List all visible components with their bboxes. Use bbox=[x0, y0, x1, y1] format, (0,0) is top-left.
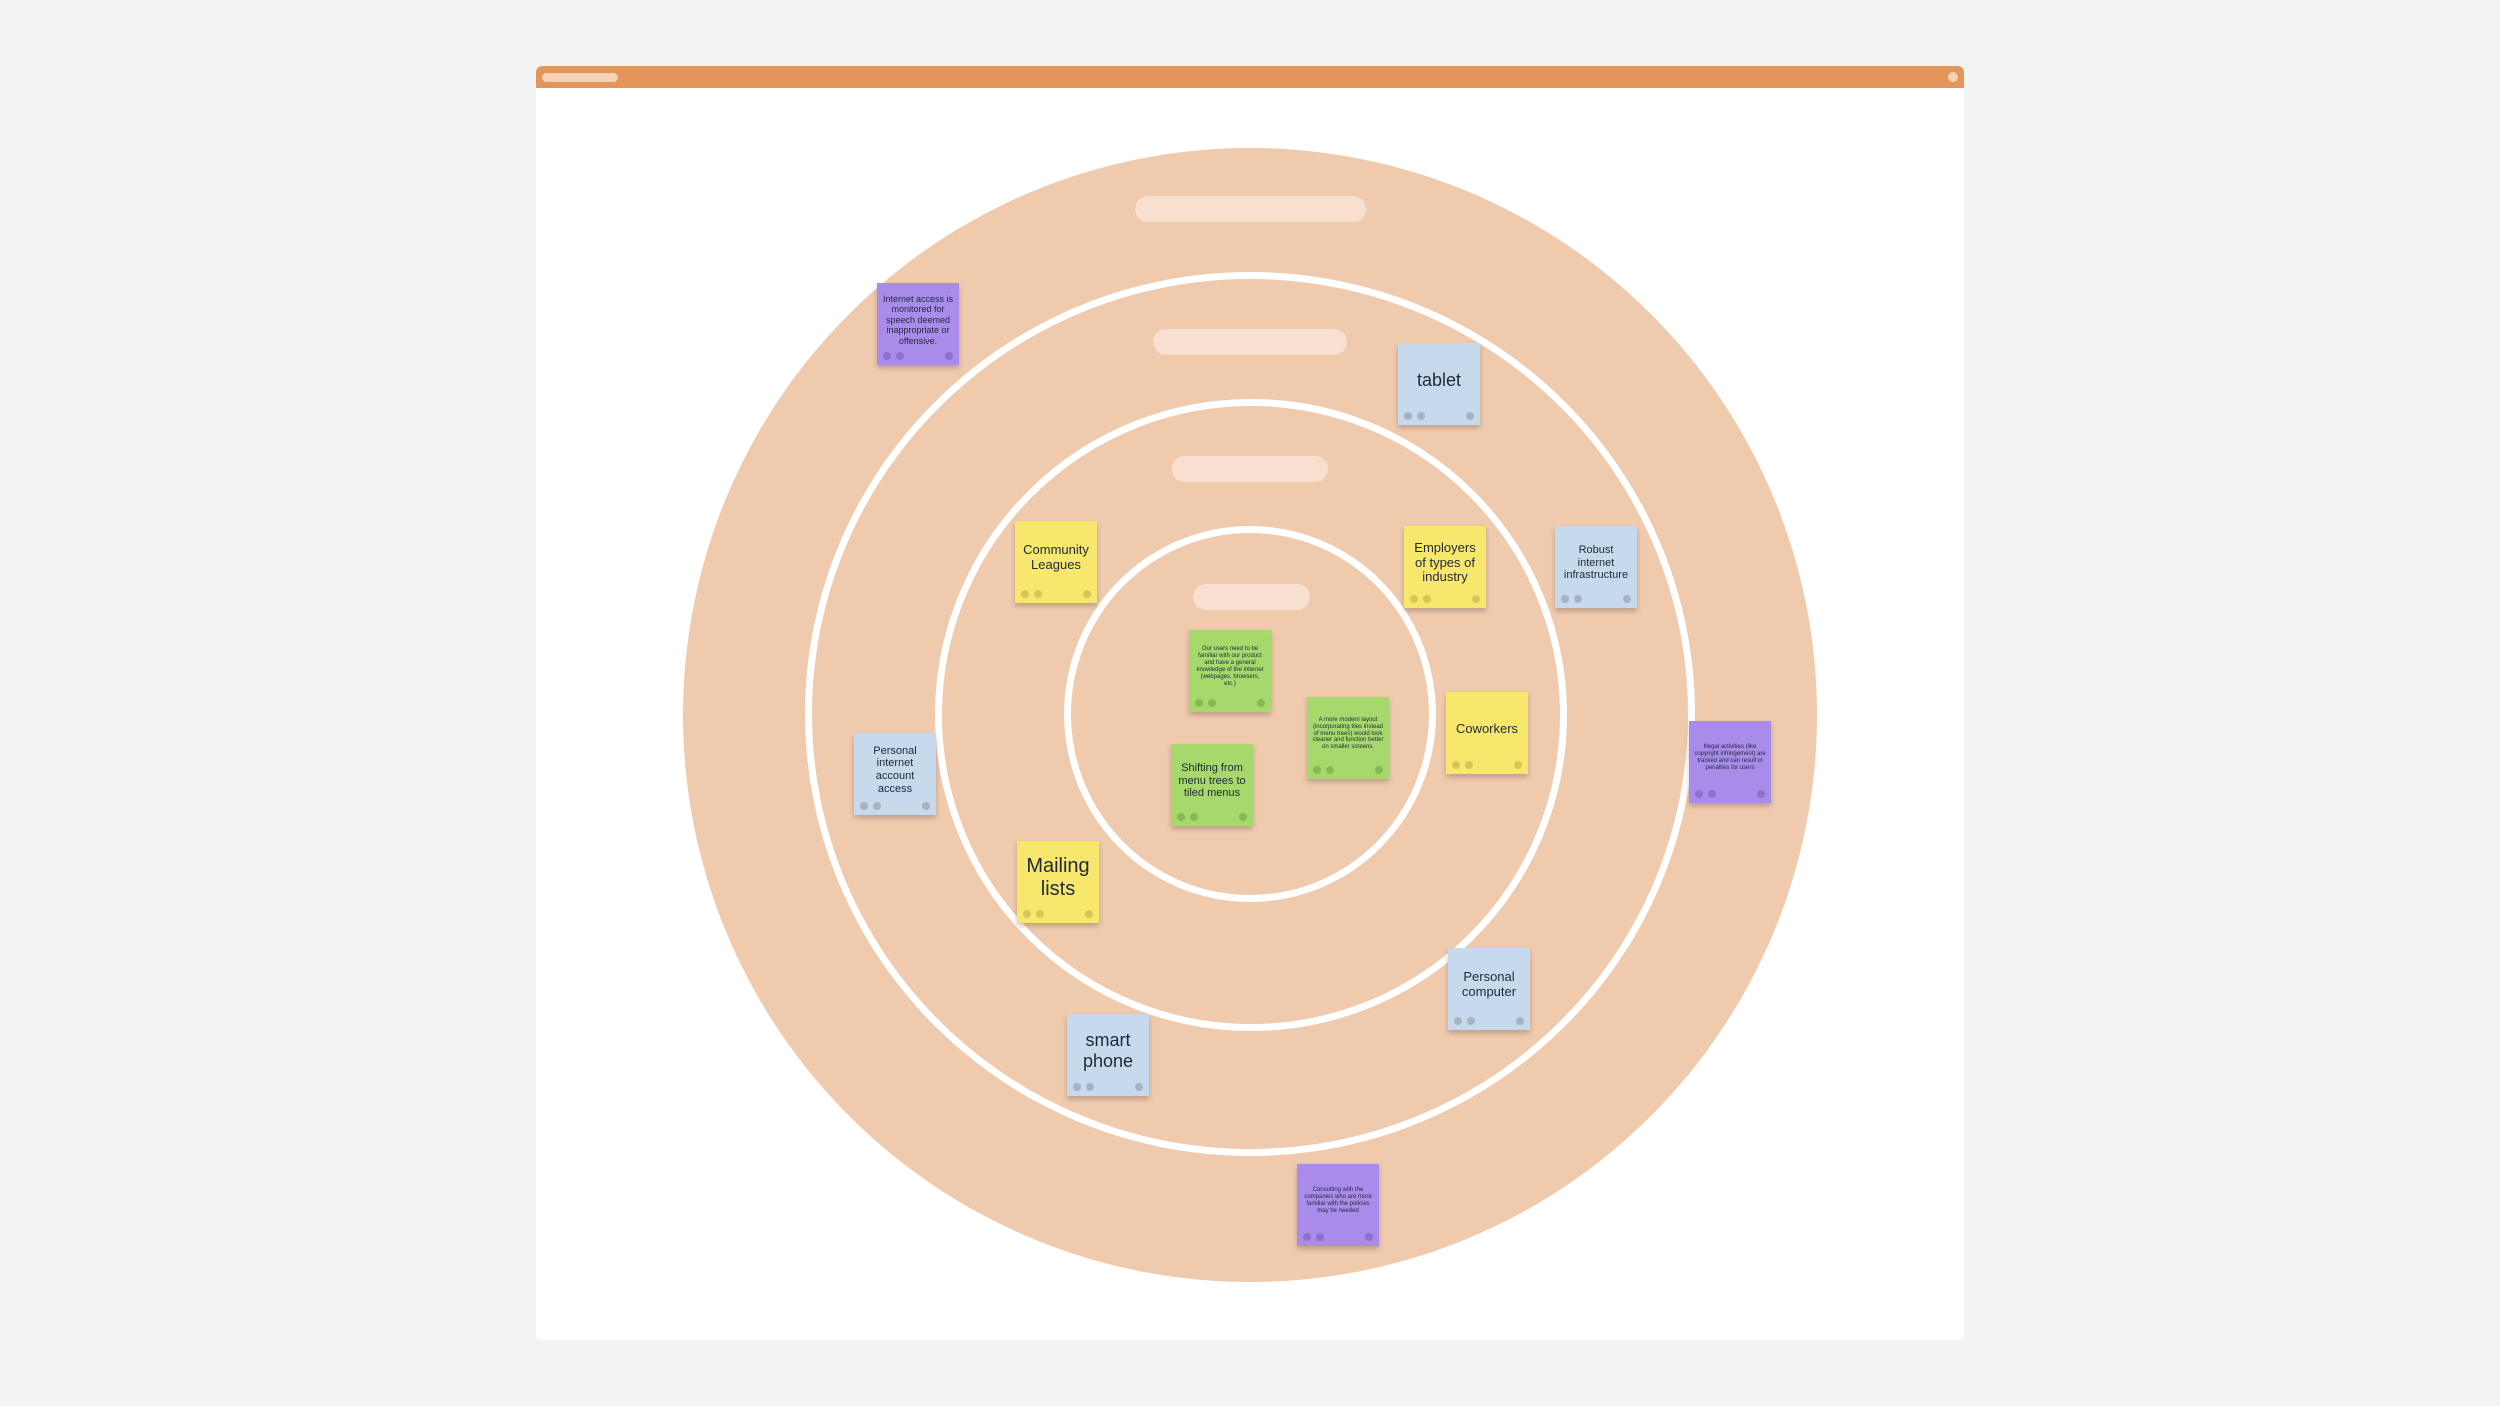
sticky-note[interactable]: Mailing lists bbox=[1017, 841, 1099, 923]
window-titlebar bbox=[536, 66, 1964, 88]
sticky-note-text: Community Leagues bbox=[1023, 542, 1089, 572]
sticky-note[interactable]: smart phone bbox=[1067, 1014, 1149, 1096]
ring-inner bbox=[1064, 526, 1436, 902]
sticky-note-text: Shifting from menu trees to tiled menus bbox=[1178, 762, 1246, 800]
sticky-note-text: Employers of types of industry bbox=[1414, 539, 1476, 585]
sticky-note-text: Mailing lists bbox=[1026, 855, 1090, 900]
sticky-note[interactable]: Community Leagues bbox=[1015, 521, 1097, 603]
sticky-note-text: Internet access is monitored for speech … bbox=[882, 294, 954, 346]
sticky-note-text: Robust internet infrastructure bbox=[1563, 544, 1629, 582]
sticky-note[interactable]: Coworkers bbox=[1446, 692, 1528, 774]
sticky-note-text: Our users need to be familiar with our p… bbox=[1196, 646, 1264, 687]
sticky-note[interactable]: Our users need to be familiar with our p… bbox=[1189, 630, 1271, 712]
sticky-note-text: A more modern layout (incorporating tile… bbox=[1312, 716, 1384, 751]
sticky-note[interactable]: Shifting from menu trees to tiled menus bbox=[1171, 744, 1253, 826]
sticky-note-text: Illegal activities (like copyright infri… bbox=[1694, 744, 1766, 771]
sticky-note-text: Personal internet account access bbox=[873, 744, 917, 795]
sticky-note-text: Personal computer bbox=[1461, 969, 1517, 999]
sticky-note-text: Consulting with the companies who are mo… bbox=[1304, 1187, 1372, 1214]
ring-second bbox=[935, 399, 1567, 1031]
ring-label-second[interactable] bbox=[1172, 456, 1328, 482]
sticky-note-text: Coworkers bbox=[1455, 720, 1519, 736]
sticky-note[interactable]: Personal computer bbox=[1448, 948, 1530, 1030]
window-control-dot[interactable] bbox=[1948, 72, 1958, 82]
sticky-note-text: smart phone bbox=[1082, 1030, 1134, 1071]
ring-label-outer[interactable] bbox=[1135, 196, 1366, 222]
sticky-note[interactable]: Illegal activities (like copyright infri… bbox=[1689, 721, 1771, 803]
sticky-note[interactable]: Consulting with the companies who are mo… bbox=[1297, 1164, 1379, 1246]
ring-label-inner[interactable] bbox=[1193, 584, 1310, 610]
ring-third bbox=[805, 272, 1695, 1156]
sticky-note[interactable]: A more modern layout (incorporating tile… bbox=[1307, 697, 1389, 779]
sticky-note[interactable]: Employers of types of industry bbox=[1404, 526, 1486, 608]
sticky-note[interactable]: Robust internet infrastructure bbox=[1555, 526, 1637, 608]
sticky-note[interactable]: Internet access is monitored for speech … bbox=[877, 283, 959, 365]
ring-label-third[interactable] bbox=[1153, 329, 1347, 355]
sticky-note[interactable]: tablet bbox=[1398, 343, 1480, 425]
sticky-note[interactable]: Personal internet account access bbox=[854, 733, 936, 815]
window-title-placeholder bbox=[542, 73, 618, 82]
sticky-note-text: tablet bbox=[1416, 369, 1462, 390]
